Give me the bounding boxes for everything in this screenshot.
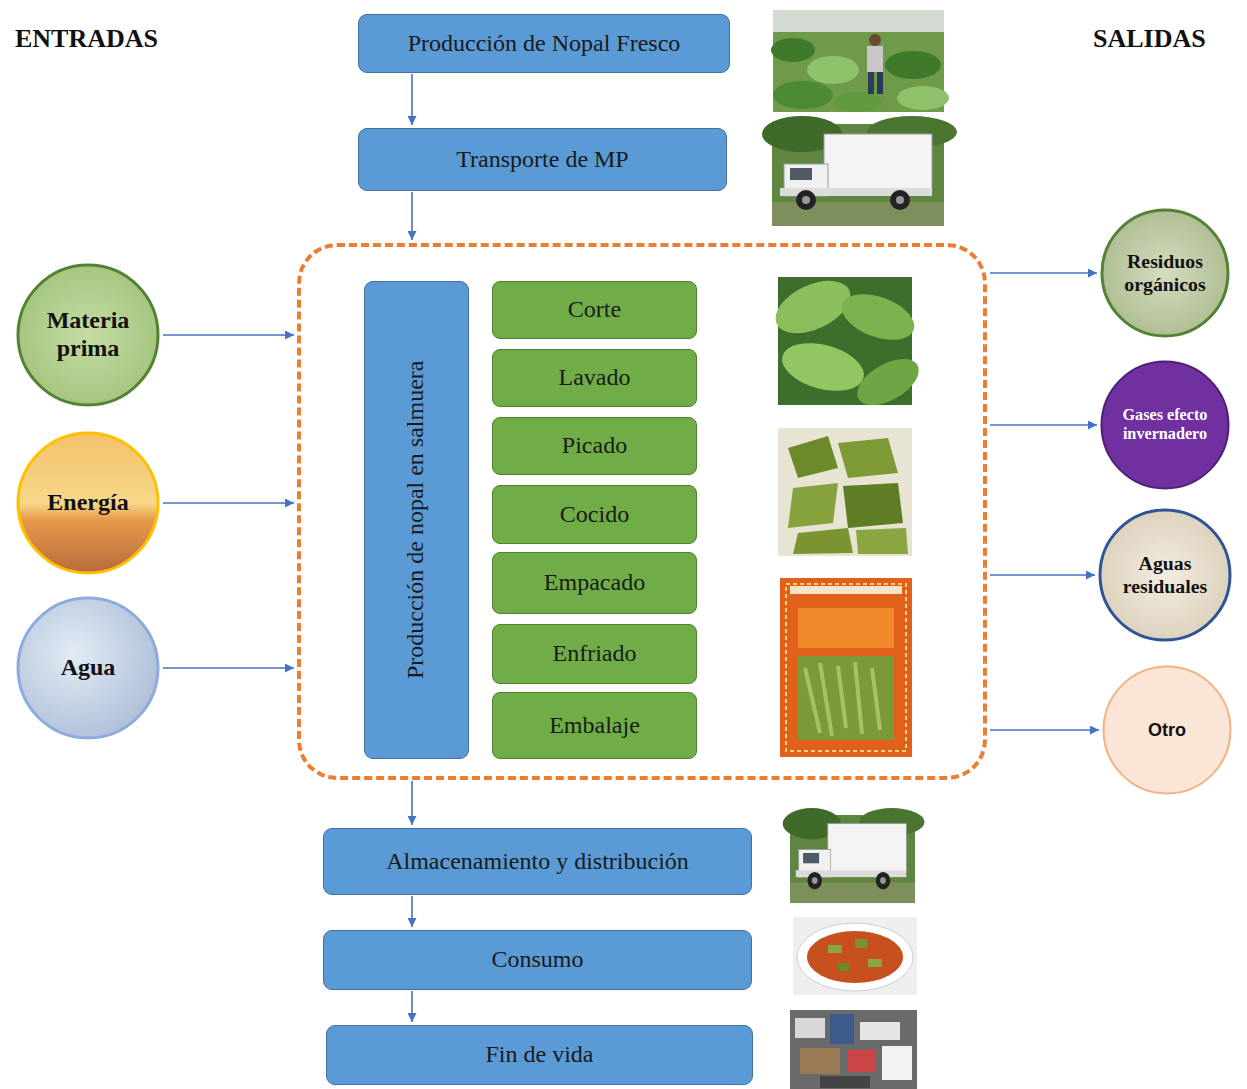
step-box: Enfriado (492, 624, 697, 684)
circle-shape (18, 598, 158, 738)
flow-circle: Residuos orgánicos (1100, 208, 1230, 338)
package-photo (780, 578, 912, 757)
stage-label-box: Producción de nopal en salmuera (364, 281, 469, 759)
flow-arrow (411, 781, 413, 825)
circle-shape (1104, 667, 1231, 794)
step-box: Picado (492, 417, 697, 475)
step-box: Corte (492, 281, 697, 339)
garbage-photo (790, 1010, 917, 1089)
flow-arrow (411, 74, 413, 125)
process-region: Producción de nopal en salmuera CorteLava… (297, 243, 987, 780)
process-box: Producción de Nopal Fresco (358, 14, 730, 73)
flow-arrow (411, 991, 413, 1022)
box-label: Corte (568, 296, 621, 324)
box-label: Almacenamiento y distribución (386, 848, 689, 876)
flow-arrow (990, 272, 1097, 274)
step-box: Empacado (492, 552, 697, 614)
box-label: Lavado (559, 364, 631, 392)
circle-shape (18, 265, 158, 405)
process-box: Fin de vida (326, 1025, 753, 1085)
column-heading: ENTRADAS (15, 24, 158, 54)
step-box: Lavado (492, 349, 697, 407)
box-label: Fin de vida (486, 1041, 594, 1069)
truck-photo (762, 116, 957, 226)
circle-label: Gases efecto invernadero (1107, 406, 1223, 443)
step-box: Embalaje (492, 692, 697, 759)
flow-arrow (990, 574, 1095, 576)
process-box: Transporte de MP (358, 128, 727, 191)
soup-photo (793, 917, 917, 995)
circle-label: Aguas residuales (1107, 552, 1223, 598)
flow-circle: Gases efecto invernadero (1100, 360, 1230, 490)
circle-shape (1100, 510, 1230, 640)
circle-shape (18, 433, 158, 573)
flow-arrow (990, 729, 1099, 731)
circle-shape (1102, 210, 1228, 336)
box-label: Producción de Nopal Fresco (408, 30, 681, 58)
flow-arrow (411, 192, 413, 240)
box-label: Embalaje (549, 712, 640, 740)
flow-circle: Otro (1102, 665, 1232, 795)
flow-arrow (163, 667, 294, 669)
flow-circle: Energía (16, 431, 160, 575)
field-photo (771, 10, 949, 112)
process-box: Consumo (323, 930, 752, 990)
flow-circle: Agua (16, 596, 160, 740)
box-label: Cocido (560, 501, 629, 529)
nopal-photo (767, 270, 926, 414)
box-label: Enfriado (553, 640, 637, 668)
circle-label: Agua (29, 654, 147, 682)
cooked-nopal-photo (778, 428, 912, 556)
flow-circle: Materia prima (16, 263, 160, 407)
flow-arrow (163, 502, 294, 504)
process-box: Almacenamiento y distribución (323, 828, 752, 895)
step-box: Cocido (492, 485, 697, 544)
circle-label: Materia prima (29, 307, 147, 362)
column-heading: SALIDAS (1093, 24, 1206, 54)
truck-photo (783, 808, 925, 903)
flow-arrow (411, 896, 413, 927)
box-label: Empacado (544, 569, 645, 597)
circle-label: Residuos orgánicos (1108, 250, 1222, 296)
flow-arrow (163, 334, 294, 336)
box-label: Consumo (491, 946, 583, 974)
flow-circle: Aguas residuales (1098, 508, 1232, 642)
flow-arrow (990, 424, 1097, 426)
circle-label: Otro (1112, 720, 1222, 741)
circle-label: Energía (29, 489, 147, 517)
box-label: Picado (562, 432, 627, 460)
box-label: Transporte de MP (456, 146, 628, 174)
box-label: Producción de nopal en salmuera (403, 361, 431, 680)
circle-shape (1102, 362, 1229, 489)
